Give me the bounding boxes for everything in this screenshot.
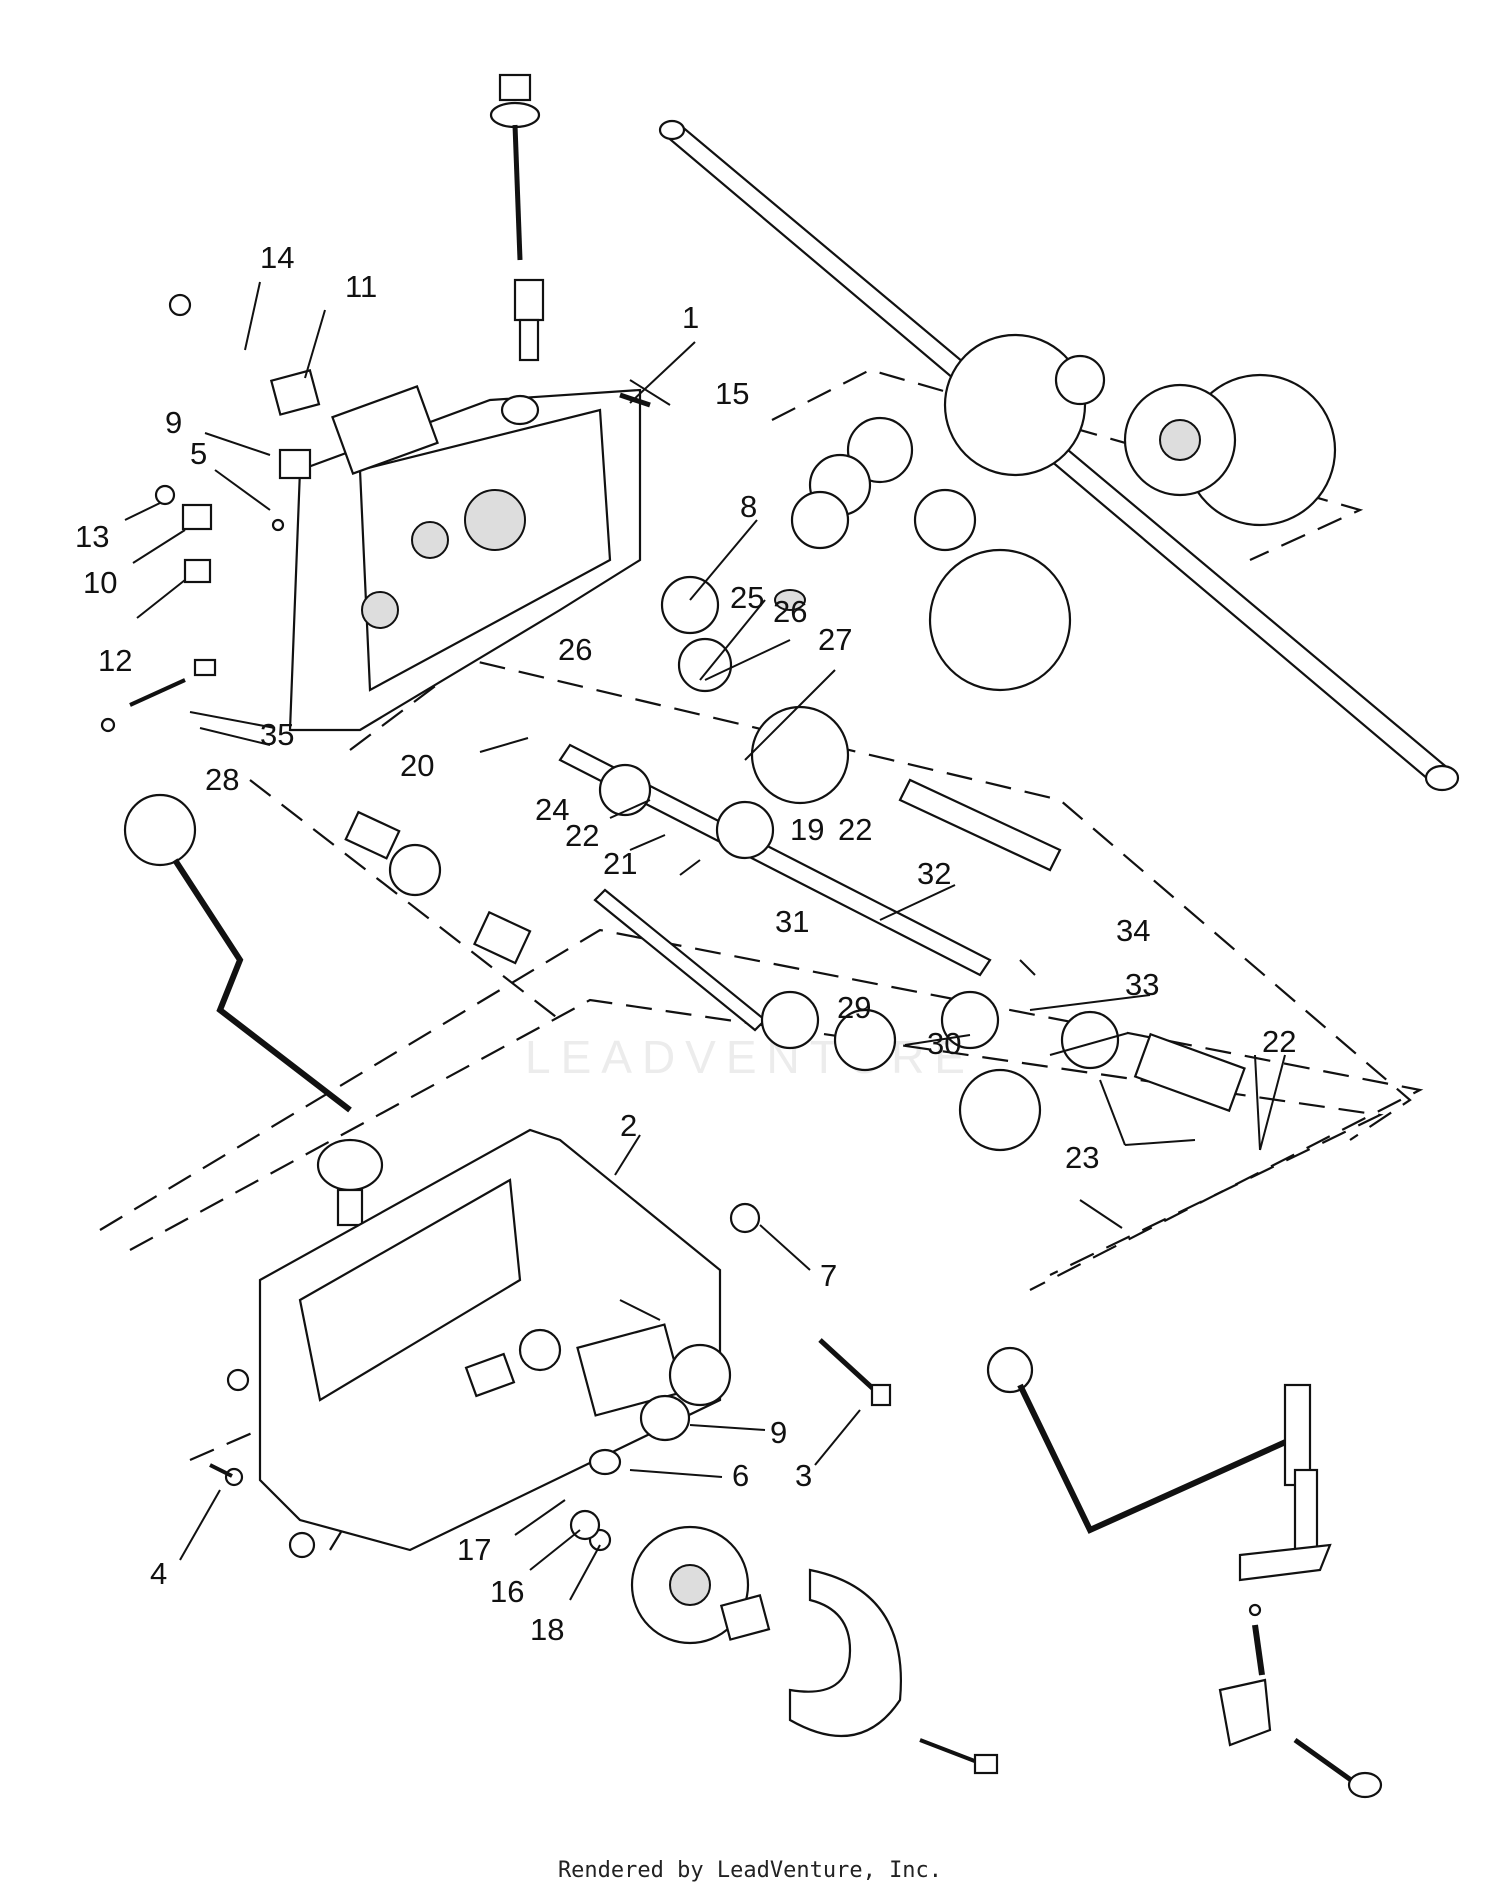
brake-assembly — [569, 1509, 999, 1775]
callout-30: 30 — [927, 1026, 961, 1061]
upper-housing — [288, 385, 642, 732]
dashed-assembly-lines — [99, 368, 1424, 1551]
callout-21: 21 — [603, 846, 637, 881]
callout-28: 28 — [205, 762, 239, 797]
callout-7: 7 — [820, 1258, 837, 1293]
middle-shafts — [344, 589, 1246, 1152]
callout-35: 35 — [260, 717, 294, 752]
callout-10: 10 — [83, 565, 117, 600]
callout-22-c: 22 — [1262, 1024, 1296, 1059]
callout-6: 6 — [732, 1458, 749, 1493]
callout-22-a: 22 — [565, 818, 599, 853]
part-callouts: 1 2 3 4 5 6 7 8 9 9 10 11 12 13 14 15 16… — [75, 240, 1296, 1647]
control-lever-assembly — [986, 1346, 1383, 1799]
callout-12: 12 — [98, 643, 132, 678]
callout-11: 11 — [345, 269, 377, 304]
callout-14: 14 — [260, 240, 294, 275]
gear-cluster — [660, 416, 977, 805]
callout-25: 25 — [730, 580, 764, 615]
callout-2: 2 — [620, 1108, 637, 1143]
callout-4: 4 — [150, 1556, 167, 1591]
callout-23: 23 — [1065, 1140, 1099, 1175]
callout-33: 33 — [1125, 967, 1159, 1002]
callout-13: 13 — [75, 519, 109, 554]
callout-15: 15 — [715, 376, 749, 411]
small-hardware — [100, 293, 892, 1559]
callout-9-upper: 9 — [165, 405, 182, 440]
callout-8: 8 — [740, 489, 757, 524]
callout-24: 24 — [535, 792, 569, 827]
callout-9-lower: 9 — [770, 1415, 787, 1450]
axle-shaft-upper — [658, 119, 1460, 792]
lower-housing — [258, 1128, 732, 1552]
callout-16: 16 — [490, 1574, 524, 1609]
shift-lever — [123, 793, 384, 1227]
callout-19: 19 — [790, 812, 824, 847]
callout-17: 17 — [457, 1532, 491, 1567]
callout-1: 1 — [682, 300, 699, 335]
callout-26-a: 26 — [558, 632, 592, 667]
callout-31: 31 — [775, 904, 809, 939]
callout-32: 32 — [917, 856, 951, 891]
callout-18: 18 — [530, 1612, 564, 1647]
leader-lines — [124, 281, 1286, 1601]
footer-credit: Rendered by LeadVenture, Inc. — [557, 1858, 943, 1883]
callout-29: 29 — [837, 990, 871, 1025]
callout-20: 20 — [400, 748, 434, 783]
callout-22-b: 22 — [838, 812, 872, 847]
callout-3: 3 — [795, 1458, 812, 1493]
callout-27: 27 — [818, 622, 852, 657]
dipstick-assembly — [489, 73, 545, 362]
callout-5: 5 — [190, 436, 207, 471]
callout-34: 34 — [1116, 913, 1150, 948]
callout-26-b: 26 — [773, 594, 807, 629]
